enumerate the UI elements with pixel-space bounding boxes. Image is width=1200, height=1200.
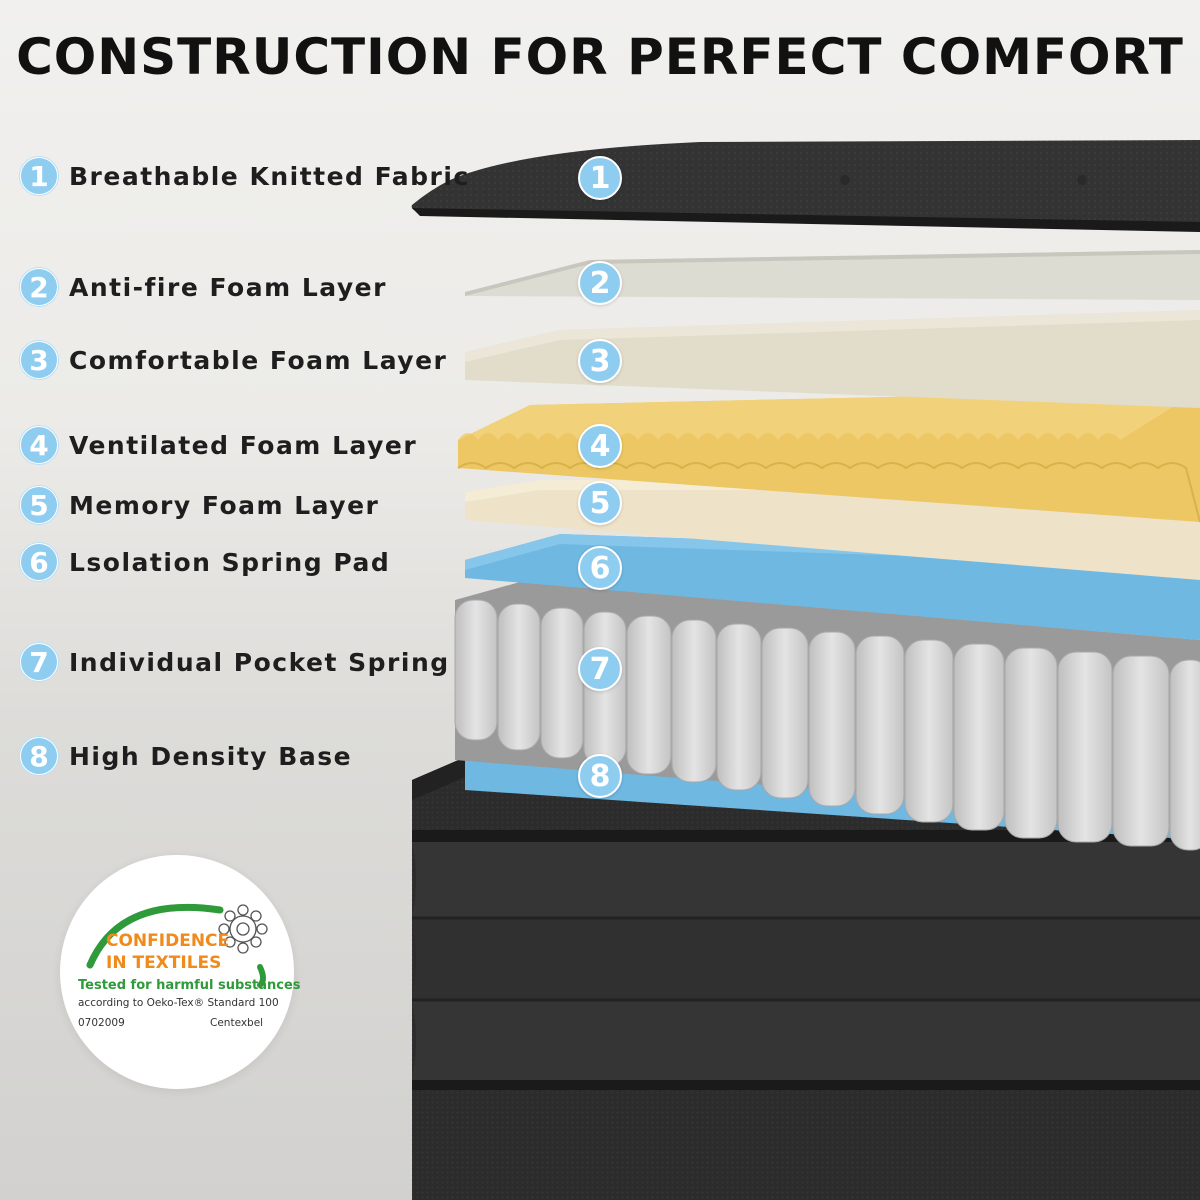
legend-label: Anti-fire Foam Layer — [69, 272, 387, 302]
legend-item-7: 7 Individual Pocket Spring — [20, 643, 450, 681]
number-badge: 4 — [20, 426, 58, 464]
legend-label: Memory Foam Layer — [69, 490, 380, 520]
legend-item-3: 3 Comfortable Foam Layer — [20, 341, 447, 379]
certification-emblem-icon — [86, 903, 268, 988]
legend-label: Breathable Knitted Fabric — [69, 161, 470, 191]
cert-title-line2: IN TEXTILES — [106, 953, 222, 973]
knitted-fabric-layer — [411, 140, 1200, 232]
layer-1-marker: 1 — [578, 156, 622, 200]
cert-institute: Centexbel — [210, 1017, 264, 1029]
number-badge: 3 — [20, 341, 58, 379]
legend-item-1: 1 Breathable Knitted Fabric — [20, 157, 470, 195]
legend-label: Comfortable Foam Layer — [69, 345, 448, 375]
legend-label: Lsolation Spring Pad — [69, 547, 391, 577]
legend-item-8: 8 High Density Base — [20, 737, 352, 775]
cert-standard-text: according to Oeko-Tex® Standard 100 — [78, 997, 279, 1009]
layer-6-marker: 6 — [578, 546, 622, 590]
layer-2-marker: 2 — [578, 261, 622, 305]
pocket-spring-layer — [454, 582, 1200, 851]
layer-3-marker: 3 — [578, 339, 622, 383]
number-badge: 8 — [20, 737, 58, 775]
layer-4-marker: 4 — [578, 424, 622, 468]
legend-item-2: 2 Anti-fire Foam Layer — [20, 268, 387, 306]
legend-label: Individual Pocket Spring — [69, 647, 450, 677]
ventilated-foam-layer — [457, 390, 1200, 523]
oeko-tex-certification-badge: CONFIDENCE IN TEXTILES Tested for harmfu… — [60, 855, 301, 1089]
legend-label: Ventilated Foam Layer — [69, 430, 418, 460]
legend-item-4: 4 Ventilated Foam Layer — [20, 426, 417, 464]
number-badge: 5 — [20, 486, 58, 524]
legend-label: High Density Base — [69, 741, 353, 771]
number-badge: 1 — [20, 157, 58, 195]
number-badge: 6 — [20, 543, 58, 581]
layer-7-marker: 7 — [578, 647, 622, 691]
cert-title-line1: CONFIDENCE — [106, 931, 230, 951]
page-title: CONSTRUCTION FOR PERFECT COMFORT — [16, 28, 1184, 86]
legend-item-6: 6 Lsolation Spring Pad — [20, 543, 390, 581]
legend-item-5: 5 Memory Foam Layer — [20, 486, 379, 524]
cert-code: 0702009 — [78, 1017, 125, 1029]
layer-5-marker: 5 — [578, 481, 622, 525]
number-badge: 2 — [20, 268, 58, 306]
number-badge: 7 — [20, 643, 58, 681]
cert-tested-text: Tested for harmful substances — [78, 978, 301, 993]
layer-8-marker: 8 — [578, 754, 622, 798]
